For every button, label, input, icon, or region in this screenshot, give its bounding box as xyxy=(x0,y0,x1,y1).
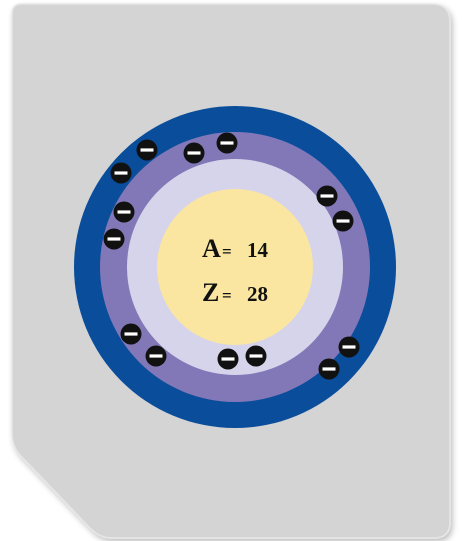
electron-minus-icon xyxy=(318,358,340,380)
electron-minus-icon xyxy=(110,162,132,184)
nucleus-a-equals: = xyxy=(222,242,232,261)
nucleus-label-a: A = 14 xyxy=(202,234,269,263)
nucleus-z-equals: = xyxy=(222,286,232,305)
electron-minus-icon xyxy=(103,228,125,250)
electron-minus-icon xyxy=(145,345,167,367)
nucleus-z-symbol: Z xyxy=(202,278,219,307)
electron-minus-icon xyxy=(136,139,158,161)
nucleus-z-value: 28 xyxy=(247,282,268,306)
electron-minus-icon xyxy=(316,185,338,207)
electrons xyxy=(103,132,360,380)
electron-minus-icon xyxy=(120,323,142,345)
electron-minus-icon xyxy=(245,345,267,367)
electron-minus-icon xyxy=(332,210,354,232)
nucleus-a-symbol: A xyxy=(202,234,221,263)
electron-minus-icon xyxy=(338,336,360,358)
electron-minus-icon xyxy=(217,348,239,370)
electron-minus-icon xyxy=(113,201,135,223)
electron-minus-icon xyxy=(183,142,205,164)
nucleus xyxy=(157,189,313,345)
nucleus-a-value: 14 xyxy=(247,238,269,262)
atom-diagram: A = 14 Z = 28 xyxy=(74,106,396,428)
electron-minus-icon xyxy=(216,132,238,154)
nucleus-label-z: Z = 28 xyxy=(202,278,268,307)
